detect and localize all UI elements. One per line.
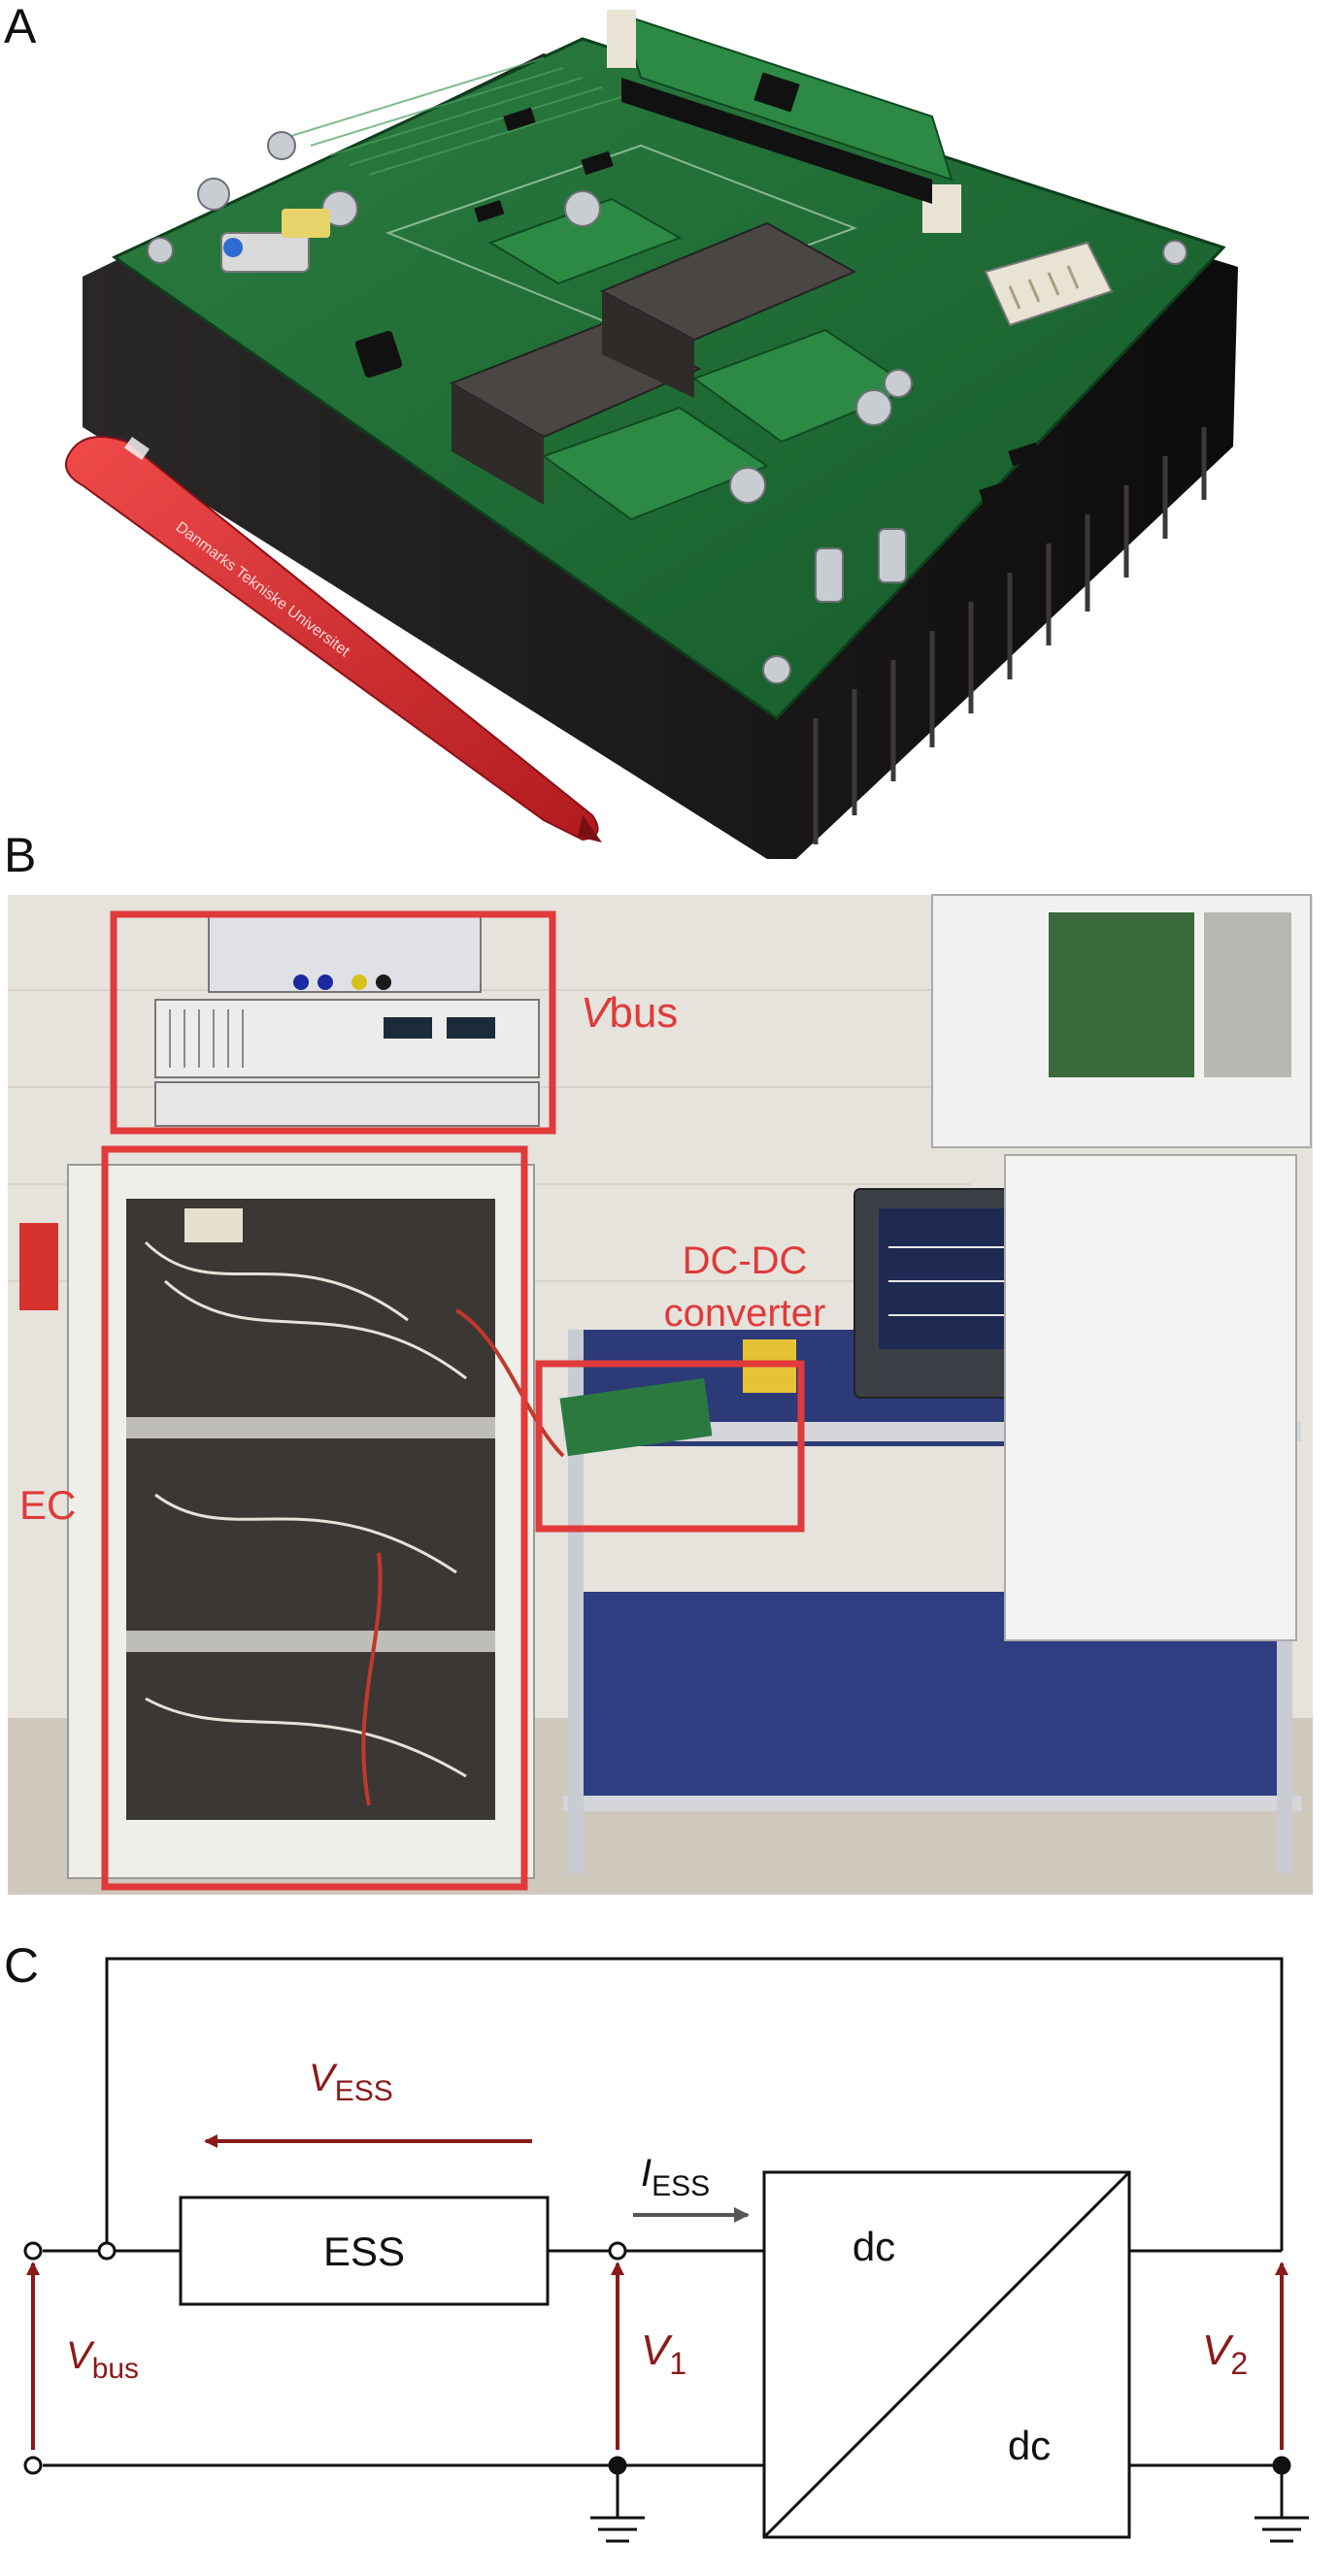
ess-label: ESS xyxy=(323,2229,405,2274)
vbus-label: Vbus xyxy=(581,989,678,1037)
dc-bottom-label: dc xyxy=(1008,2423,1051,2468)
panel-b-letter: B xyxy=(4,828,37,882)
panel-c-circuit: ESS dc dc VESS IESS Vbus xyxy=(23,1957,1309,2543)
dcdc-label-line2: converter xyxy=(664,1292,826,1335)
i-ess-label: IESS xyxy=(641,2152,710,2202)
panel-c-letter: C xyxy=(4,1938,40,1993)
panel-b-photo: Vbus DC-DC converter EC xyxy=(8,894,1313,1895)
ec-box xyxy=(101,1145,528,1891)
v2-label: V2 xyxy=(1202,2327,1248,2381)
ics xyxy=(354,107,1041,506)
v-bus-label: Vbus xyxy=(66,2334,139,2385)
ec-cabinet xyxy=(19,1164,565,1879)
panel-a-letter: A xyxy=(4,0,37,53)
terminals xyxy=(23,2241,1291,2475)
ess-block xyxy=(179,2196,550,2306)
annotation-boxes xyxy=(101,910,805,1891)
dc-top-label: dc xyxy=(853,2224,895,2269)
v1-label: V1 xyxy=(641,2327,686,2381)
circuit-wires xyxy=(43,1957,1284,2518)
power-modules xyxy=(449,197,916,521)
right-rack xyxy=(931,894,1312,1641)
header-connector xyxy=(984,241,1114,327)
power-supply xyxy=(154,915,540,1127)
input-capacitors xyxy=(220,209,330,273)
panel-a-photo: Danmarks Tekniske Universitet xyxy=(64,10,1238,859)
dcdc-label-line1: DC-DC xyxy=(683,1239,808,1282)
vbus-box xyxy=(110,910,556,1135)
dcdc-box xyxy=(535,1360,805,1533)
ec-label: EC xyxy=(19,1482,76,1528)
ground-symbol-right xyxy=(1254,2516,1309,2543)
controller-card xyxy=(607,10,961,233)
ground-symbol-left xyxy=(590,2516,645,2543)
voltage-arrows xyxy=(26,2134,1288,2450)
v-ess-label: VESS xyxy=(309,2057,393,2107)
dcdc-converter-block xyxy=(762,2170,1131,2539)
